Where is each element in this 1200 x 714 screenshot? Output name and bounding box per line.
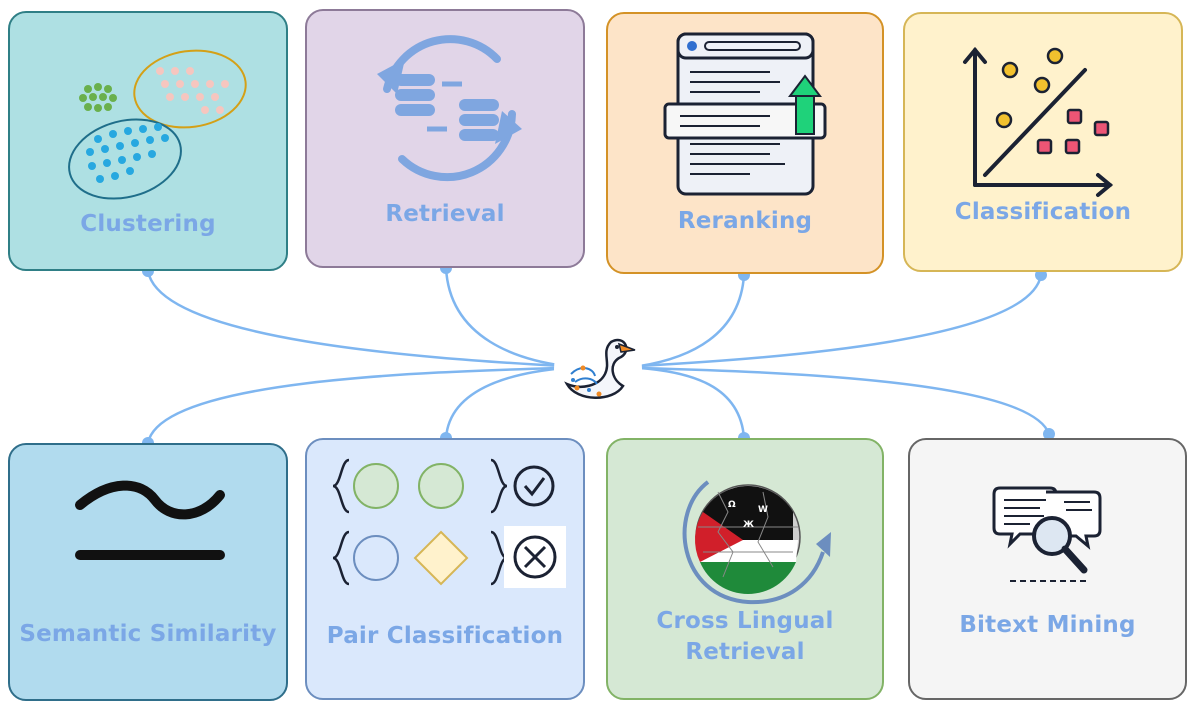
svg-text:Ω: Ω [728,500,736,510]
card-semantic-similarity[interactable]: Semantic Similarity [8,443,288,701]
connector-clustering [146,270,561,368]
wikipedia-globe-icon: Ω WЖ [682,480,831,605]
label-pair-classification: Pair Classification [326,623,564,649]
pair-compare-icon [332,458,566,588]
card-clustering[interactable]: Clustering [8,11,288,271]
label-classification: Classification [954,199,1132,225]
svg-text:Ж: Ж [743,520,754,530]
label-cross-lingual-line2: Retrieval [685,639,805,665]
label-cross-lingual-line1: Cross Lingual [656,608,834,634]
connector-pair-classification [444,366,566,439]
database-sync-icon [377,35,522,182]
swan-icon [554,325,642,413]
label-cross-lingual-retrieval: Cross Lingual Retrieval [608,606,882,668]
label-semantic-similarity: Semantic Similarity [19,621,277,647]
connector-dot [1043,428,1055,440]
connector-retrieval [444,267,566,368]
label-reranking: Reranking [677,208,813,234]
scatter-plot-icon [963,46,1114,197]
connector-cross-lingual [639,366,746,439]
clustering-icon [68,49,247,200]
label-bitext-mining: Bitext Mining [959,612,1136,638]
connector-semantic-similarity [146,366,561,444]
connector-classification [639,274,1043,368]
card-pair-classification[interactable]: Pair Classification [305,438,585,700]
label-retrieval: Retrieval [385,201,505,227]
connector-bitext [639,366,1051,435]
card-classification[interactable]: Classification [903,12,1183,272]
label-clustering: Clustering [80,211,216,237]
connector-reranking [639,274,746,368]
approx-equal-icon [75,480,225,560]
connector-dot [1035,269,1047,281]
card-bitext-mining[interactable]: Bitext Mining [908,438,1187,700]
ranked-document-icon [663,32,827,196]
speech-search-icon [992,486,1102,582]
card-retrieval[interactable]: Retrieval [305,9,585,268]
svg-text:W: W [758,505,768,515]
card-reranking[interactable]: Reranking [606,12,884,274]
